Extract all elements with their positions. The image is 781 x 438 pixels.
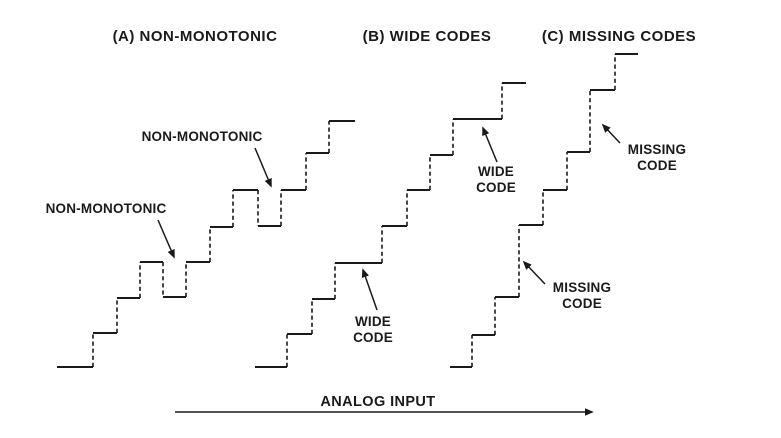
callout-0: NON-MONOTONIC bbox=[142, 129, 272, 188]
staircase-non-monotonic bbox=[57, 120, 355, 368]
staircase-wide-codes bbox=[255, 82, 526, 368]
callout-5-label-line-1: CODE bbox=[562, 296, 602, 311]
callout-3-label-line-1: CODE bbox=[353, 330, 393, 345]
callout-1: NON-MONOTONIC bbox=[46, 201, 175, 259]
callout-4-arrow bbox=[601, 123, 621, 144]
panel-title-2: (C) MISSING CODES bbox=[542, 28, 696, 45]
callout-1-label-line-0: NON-MONOTONIC bbox=[46, 201, 167, 216]
panel-title-0: (A) NON-MONOTONIC bbox=[113, 28, 278, 45]
staircase-non-monotonic-treads bbox=[57, 120, 355, 368]
callout-0-label-line-0: NON-MONOTONIC bbox=[142, 129, 263, 144]
callout-3-arrow bbox=[361, 268, 378, 311]
callout-0-arrow bbox=[254, 147, 272, 188]
callout-2-label-line-0: WIDE bbox=[478, 164, 514, 179]
staircase-missing-codes-risers bbox=[471, 54, 616, 367]
staircase-missing-codes bbox=[450, 53, 638, 368]
analog-input-axis-label: ANALOG INPUT bbox=[320, 394, 435, 410]
callout-3-label-line-0: WIDE bbox=[355, 314, 391, 329]
callout-5-label-line-0: MISSING bbox=[553, 280, 611, 295]
staircase-non-monotonic-risers bbox=[92, 121, 330, 367]
staircase-missing-codes-treads bbox=[450, 53, 638, 368]
panel-title-1: (B) WIDE CODES bbox=[363, 28, 492, 45]
callout-4-label-line-0: MISSING bbox=[628, 142, 686, 157]
callout-2-arrow bbox=[482, 126, 498, 163]
callout-5-arrow bbox=[522, 260, 546, 285]
staircase-wide-codes-risers bbox=[286, 83, 503, 367]
callout-1-arrow bbox=[157, 219, 175, 259]
callout-2-label-line-1: CODE bbox=[476, 180, 516, 195]
staircase-wide-codes-treads bbox=[255, 82, 526, 368]
callout-4-label-line-1: CODE bbox=[637, 158, 677, 173]
